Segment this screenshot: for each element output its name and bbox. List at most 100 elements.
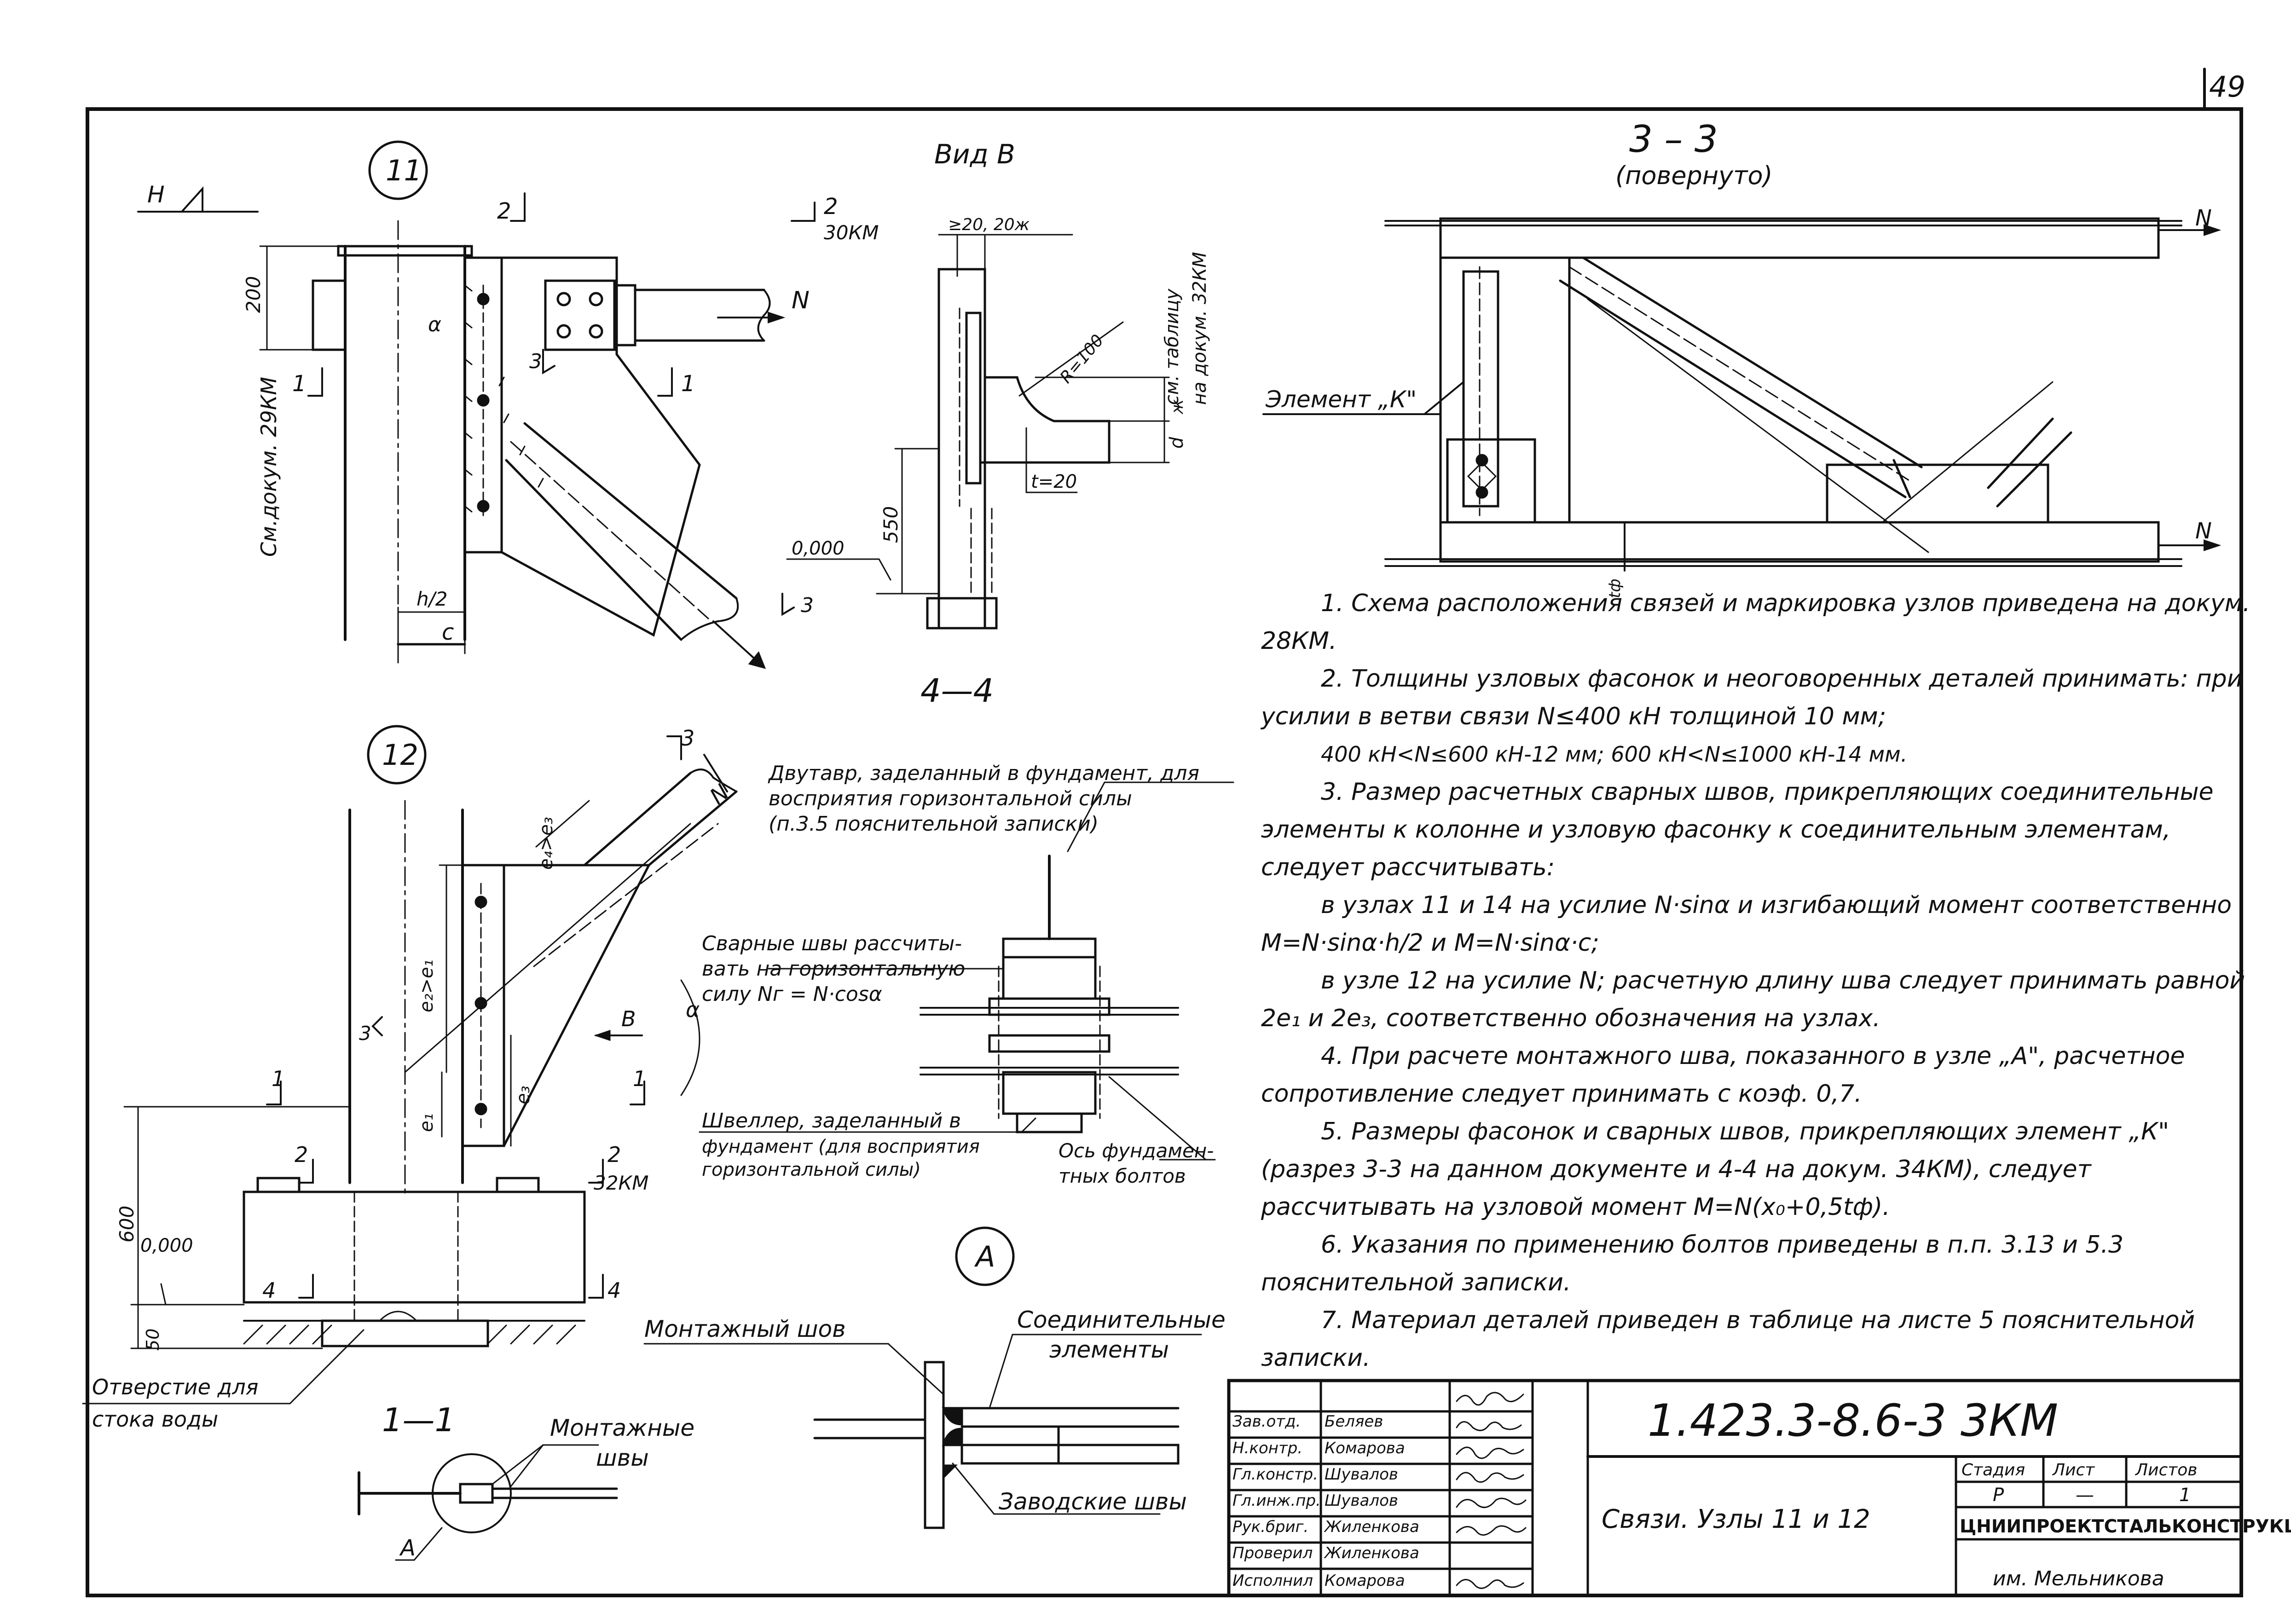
node-11-number: 11 bbox=[386, 154, 422, 187]
section-2-12-left: 2 bbox=[295, 1142, 308, 1167]
section-1-1-labels: 1—1 Монтажные швы А bbox=[382, 1401, 694, 1561]
sig-name-2: Комарова bbox=[1325, 1439, 1405, 1457]
sig-name-6: Жиленкова bbox=[1324, 1544, 1419, 1562]
note-3: 3. Размер расчетных сварных швов, прикре… bbox=[1261, 778, 2214, 881]
channel-note-3: горизонтальной силы) bbox=[702, 1159, 921, 1180]
stage-header: Стадия bbox=[1961, 1461, 2025, 1480]
sheet-frame bbox=[86, 107, 2243, 1597]
ref-doc-30: 30КМ bbox=[824, 221, 879, 244]
dim-zh: ж bbox=[1168, 399, 1187, 415]
handwritten-signatures bbox=[1456, 1392, 1527, 1589]
signature-table: Зав.отд. Беляев Н.контр. Комарова Гл.кон… bbox=[1232, 1412, 1419, 1590]
angle-alpha-12: α bbox=[686, 997, 700, 1022]
note-7: 7. Материал деталей приведен в таблице н… bbox=[1261, 1306, 2195, 1372]
node-A-letter: А bbox=[974, 1240, 995, 1273]
sheets-value: 1 bbox=[2179, 1485, 2191, 1506]
sheets-header: Листов bbox=[2135, 1461, 2197, 1480]
dim-20-20zh: ≥20, 20ж bbox=[948, 215, 1030, 234]
ref-doc-32-12: 32КМ bbox=[594, 1172, 649, 1194]
angle-alpha: α bbox=[428, 313, 441, 336]
sheet-value: — bbox=[2076, 1485, 2094, 1506]
section-3-3-drawing bbox=[1262, 217, 2222, 572]
force-N-12: N bbox=[705, 779, 735, 809]
node-12-labels: 12 N e₁ e₂>e₁ e₃ e₄>e₃ α B 600 0,000 50 … bbox=[92, 726, 734, 1432]
note-2-continued: 400 кН<N≤600 кН-12 мм; 600 кН<N≤1000 кН-… bbox=[1321, 742, 1908, 767]
detail-A-ref: А bbox=[399, 1535, 416, 1561]
node-12-number: 12 bbox=[382, 738, 418, 772]
sig-name-1: Беляев bbox=[1325, 1412, 1383, 1431]
ref-doc-29: См.докум. 29КМ bbox=[256, 377, 281, 557]
ibeam-note-3: (п.3.5 пояснительной записки) bbox=[769, 812, 1099, 836]
note-4: 4. При расчете монтажного шва, показанно… bbox=[1261, 1042, 2185, 1108]
note-5: 5. Размеры фасонок и сварных швов, прикр… bbox=[1261, 1118, 2170, 1221]
node-12-marker bbox=[367, 725, 427, 785]
section-2-mark: 2 bbox=[497, 198, 511, 224]
sig-role-3: Гл.констр. bbox=[1232, 1465, 1318, 1484]
foundation-detail-labels: Двутавр, заделанный в фундамент, для вос… bbox=[702, 762, 1214, 1187]
dim-c: c bbox=[442, 619, 454, 645]
welds-note-1: Сварные швы рассчиты- bbox=[702, 932, 962, 955]
section-3-mark: 3 bbox=[529, 350, 542, 373]
bolt-axis-1: Ось фундамен- bbox=[1059, 1139, 1214, 1162]
dim-e3: e₃ bbox=[513, 1086, 534, 1104]
section-3-brace: 3 bbox=[801, 594, 814, 617]
section-4-4-title: 4—4 bbox=[920, 672, 994, 710]
foundation-detail-drawing bbox=[699, 781, 1234, 1161]
channel-note-2: фундамент (для восприятия bbox=[702, 1136, 980, 1157]
ref-doc-32: на докум. 32КМ bbox=[1189, 252, 1210, 405]
section-1-1-drawing bbox=[358, 1444, 618, 1561]
force-N-11: N bbox=[792, 287, 810, 314]
sig-role-1: Зав.отд. bbox=[1232, 1412, 1301, 1431]
section-3-3-subtitle: (повернуто) bbox=[1615, 161, 1773, 190]
ibeam-note-2: восприятия горизонтальной силы bbox=[769, 787, 1132, 810]
dim-e4: e₄>e₃ bbox=[536, 817, 557, 870]
welds-note-3: силу Nг = N·cosα bbox=[702, 982, 882, 1006]
note-3-nodes-11-14: в узлах 11 и 14 на усилие N·sinα и изгиб… bbox=[1261, 891, 2232, 957]
sheet-header: Лист bbox=[2052, 1461, 2095, 1480]
dim-e1: e₁ bbox=[416, 1113, 437, 1132]
connecting-label-2: элементы bbox=[1049, 1336, 1169, 1363]
sheet-title: Связи. Узлы 11 и 12 bbox=[1602, 1504, 1870, 1534]
flange-tf: tф bbox=[1606, 579, 1624, 598]
level-zero-B: 0,000 bbox=[792, 538, 845, 559]
node-11-labels: 11 H 200 См.докум. 29КМ h/2 c α N 2 1 1 … bbox=[147, 154, 879, 645]
radius-100: R=100 bbox=[1056, 331, 1107, 387]
dim-50: 50 bbox=[143, 1329, 163, 1351]
dim-550: 550 bbox=[879, 506, 902, 543]
title-block bbox=[1227, 1379, 2243, 1597]
section-4-12-right: 4 bbox=[607, 1278, 621, 1303]
section-3-12-top: 3 bbox=[681, 726, 694, 751]
sig-name-3: Шувалов bbox=[1325, 1465, 1398, 1484]
document-code: 1.423.3-8.6-3 3КМ bbox=[1648, 1395, 2058, 1446]
view-arrow-B: B bbox=[621, 1006, 636, 1031]
dim-600: 600 bbox=[116, 1206, 138, 1243]
stage-value: Р bbox=[1993, 1485, 2004, 1506]
section-1-12-left: 1 bbox=[272, 1066, 285, 1091]
section-1-12-right: 1 bbox=[633, 1066, 646, 1091]
connecting-label-1: Соединительные bbox=[1017, 1306, 1226, 1333]
sig-role-2: Н.контр. bbox=[1232, 1439, 1302, 1457]
water-hole-2: стока воды bbox=[92, 1407, 218, 1432]
section-4-12-left: 4 bbox=[262, 1278, 276, 1303]
force-N-bottom: N bbox=[2195, 518, 2212, 544]
sig-name-7: Комарова bbox=[1325, 1572, 1405, 1590]
note-2: 2. Толщины узловых фасонок и неоговоренн… bbox=[1261, 665, 2243, 730]
level-H: H bbox=[147, 181, 165, 208]
ref-table: см. таблицу bbox=[1162, 288, 1183, 405]
node-12-drawing bbox=[82, 725, 738, 1404]
mount-welds-2: швы bbox=[596, 1445, 649, 1471]
section-1-left: 1 bbox=[292, 371, 307, 397]
thickness-20: t=20 bbox=[1031, 471, 1077, 492]
section-2-12-right: 2 bbox=[607, 1142, 621, 1167]
view-B-title: Вид В bbox=[934, 139, 1015, 170]
level-zero-12: 0,000 bbox=[140, 1235, 193, 1256]
organization: ЦНИИПРОЕКТСТАЛЬКОНСТРУКЦИЯ bbox=[1960, 1516, 2291, 1537]
welds-note-2: вать на горизонтальную bbox=[702, 957, 965, 981]
sig-name-4: Шувалов bbox=[1325, 1491, 1398, 1510]
mount-welds-1: Монтажные bbox=[550, 1415, 694, 1441]
view-B-drawing bbox=[786, 234, 1170, 630]
node-11-section-marks bbox=[307, 192, 816, 616]
note-3-node-12: в узле 12 на усилие N; расчетную длину ш… bbox=[1261, 967, 2245, 1032]
mount-weld-label: Монтажный шов bbox=[644, 1316, 846, 1342]
organization-sub: им. Мельникова bbox=[1993, 1567, 2164, 1590]
